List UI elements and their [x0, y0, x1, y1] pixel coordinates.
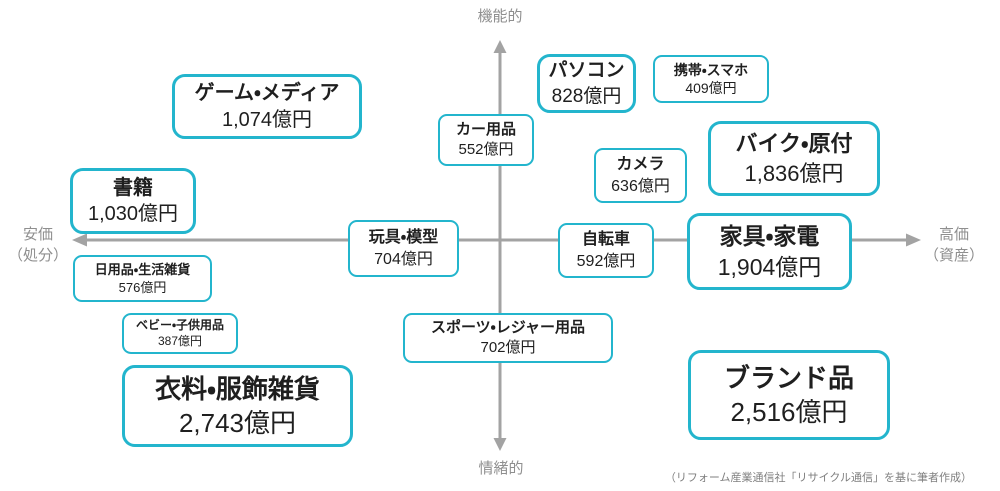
- category-label: ブランド品: [723, 362, 854, 393]
- category-label: ゲーム・メディア: [194, 82, 340, 105]
- axis-label-cheap-line2: （処分）: [7, 247, 68, 265]
- category-box: パソコン 828億円: [537, 54, 636, 113]
- category-value: 2,516億円: [730, 397, 848, 427]
- category-value: 1,030億円: [87, 203, 179, 225]
- arrowhead-left-icon: [72, 233, 87, 247]
- category-label: 衣料・服飾雑貨: [155, 373, 320, 404]
- category-value: 576億円: [118, 279, 167, 295]
- axis-label-expensive-asset: 高価 （資産）: [918, 224, 990, 267]
- category-value: 636億円: [611, 177, 670, 195]
- category-value: 702億円: [480, 339, 536, 356]
- category-box: ベビー・子供用品 387億円: [122, 313, 238, 354]
- category-label: カメラ: [616, 156, 665, 174]
- arrowhead-down-icon: [493, 438, 507, 451]
- category-box: カメラ 636億円: [594, 148, 687, 203]
- category-box: 衣料・服飾雑貨 2,743億円: [122, 365, 353, 447]
- category-box: バイク・原付 1,836億円: [708, 121, 880, 196]
- category-value: 704億円: [374, 250, 433, 268]
- category-label: カー用品: [455, 121, 516, 139]
- category-label: 携帯・スマホ: [673, 61, 749, 78]
- category-box: 日用品・生活雑貨 576億円: [73, 255, 212, 302]
- category-value: 409億円: [685, 80, 737, 96]
- category-value: 1,904億円: [717, 253, 822, 280]
- axis-label-cheap-line1: 安価: [22, 226, 53, 243]
- category-label: 玩具・模型: [368, 229, 439, 247]
- category-label: バイク・原付: [735, 131, 853, 157]
- category-box: 書籍 1,030億円: [70, 168, 196, 234]
- category-label: ベビー・子供用品: [135, 317, 225, 332]
- axis-label-expensive-line1: 高価: [938, 226, 969, 243]
- category-box: 携帯・スマホ 409億円: [653, 55, 769, 103]
- category-label: 家具・家電: [719, 223, 820, 250]
- category-label: スポーツ・レジャー用品: [430, 319, 586, 337]
- category-value: 592億円: [576, 252, 636, 270]
- category-value: 1,836億円: [744, 160, 844, 186]
- category-box: 自転車 592億円: [558, 223, 654, 278]
- category-label: 自転車: [581, 231, 630, 249]
- category-value: 552億円: [458, 141, 514, 158]
- axis-label-cheap-disposal: 安価 （処分）: [2, 224, 74, 267]
- source-note: （リフォーム産業通信社「リサイクル通信」を基に筆者作成）: [664, 472, 972, 484]
- category-box: カー用品 552億円: [438, 114, 534, 166]
- category-box: スポーツ・レジャー用品 702億円: [403, 313, 613, 363]
- category-label: パソコン: [548, 60, 625, 82]
- category-value: 1,074億円: [221, 108, 313, 131]
- category-value: 828億円: [551, 85, 622, 107]
- category-box: 玩具・模型 704億円: [348, 220, 459, 277]
- category-value: 2,743億円: [178, 408, 297, 438]
- category-value: 387億円: [157, 333, 203, 348]
- arrowhead-up-icon: [493, 40, 507, 53]
- category-label: 日用品・生活雑貨: [94, 262, 191, 278]
- arrowhead-right-icon: [906, 233, 921, 247]
- category-box: 家具・家電 1,904億円: [687, 213, 852, 290]
- category-label: 書籍: [113, 176, 153, 199]
- axis-label-functional: 機能的: [477, 8, 523, 25]
- axis-label-expensive-line2: （資産）: [923, 247, 984, 265]
- category-box: ブランド品 2,516億円: [688, 350, 890, 440]
- category-box: ゲーム・メディア 1,074億円: [172, 74, 362, 139]
- axis-label-emotional: 情緒的: [478, 460, 524, 477]
